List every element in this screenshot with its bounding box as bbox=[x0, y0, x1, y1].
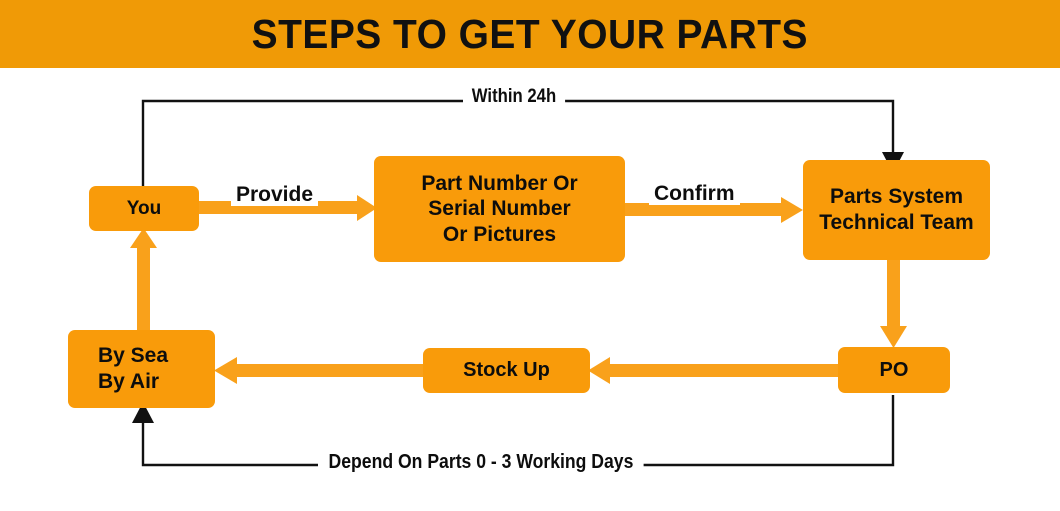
edge-shipping-to-you bbox=[130, 228, 157, 332]
node-you[interactable]: You bbox=[89, 186, 199, 231]
edge-label-provide: Provide bbox=[231, 183, 319, 207]
flowchart-connectors bbox=[130, 99, 907, 467]
page-title: STEPS TO GET YOUR PARTS bbox=[251, 10, 809, 57]
node-stock-up-label: Stock Up bbox=[463, 359, 550, 382]
node-you-label: You bbox=[126, 197, 162, 219]
node-po-label: PO bbox=[879, 358, 909, 381]
edge-stock-to-shipping bbox=[214, 357, 425, 384]
node-parts-system-technical-team-label: Parts System Technical Team bbox=[819, 185, 974, 234]
node-part-number[interactable]: Part Number Or Serial Number Or Pictures bbox=[374, 156, 625, 262]
edge-label-depend-on-parts: Depend On Parts 0 - 3 Working Days bbox=[318, 451, 644, 473]
edge-label-within-24h: Within 24h bbox=[463, 86, 565, 108]
node-po[interactable]: PO bbox=[838, 347, 950, 393]
node-parts-system-technical-team[interactable]: Parts System Technical Team bbox=[803, 160, 990, 260]
page-banner: STEPS TO GET YOUR PARTS bbox=[0, 0, 1060, 68]
edge-po-to-stock bbox=[588, 357, 840, 384]
edge-part-to-team bbox=[625, 197, 803, 223]
edge-label-confirm: Confirm bbox=[649, 182, 740, 206]
node-stock-up[interactable]: Stock Up bbox=[423, 348, 590, 393]
node-shipping-method[interactable]: By Sea By Air bbox=[68, 330, 215, 408]
node-shipping-method-label: By Sea By Air bbox=[98, 344, 169, 393]
edge-team-to-po bbox=[880, 260, 907, 348]
flowchart-canvas: You Part Number Or Serial Number Or Pict… bbox=[0, 68, 1060, 511]
node-part-number-label: Part Number Or Serial Number Or Pictures bbox=[421, 171, 578, 246]
